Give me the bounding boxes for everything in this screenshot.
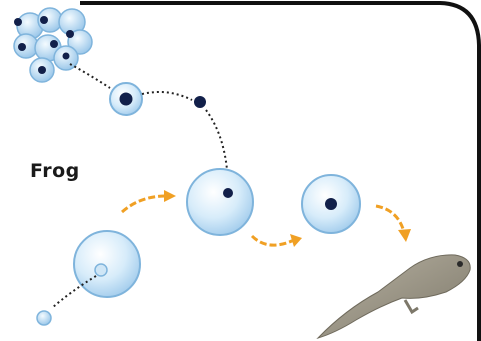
dotted-path-2 [142, 92, 192, 100]
arrow-icon [122, 190, 176, 212]
recipient-egg-cell [187, 169, 253, 235]
arrow-icon [376, 206, 411, 242]
arrow-icon [252, 234, 302, 247]
zygote-cell [302, 175, 360, 233]
dotted-path-1 [70, 64, 110, 88]
extracted-nucleus [194, 96, 206, 108]
removed-nucleus [37, 311, 51, 325]
tadpole-icon [318, 255, 470, 338]
donor-cell [110, 83, 142, 115]
organism-label: Frog [30, 160, 80, 182]
egg-cell [74, 231, 140, 297]
embryo-cell-cluster [14, 8, 92, 82]
